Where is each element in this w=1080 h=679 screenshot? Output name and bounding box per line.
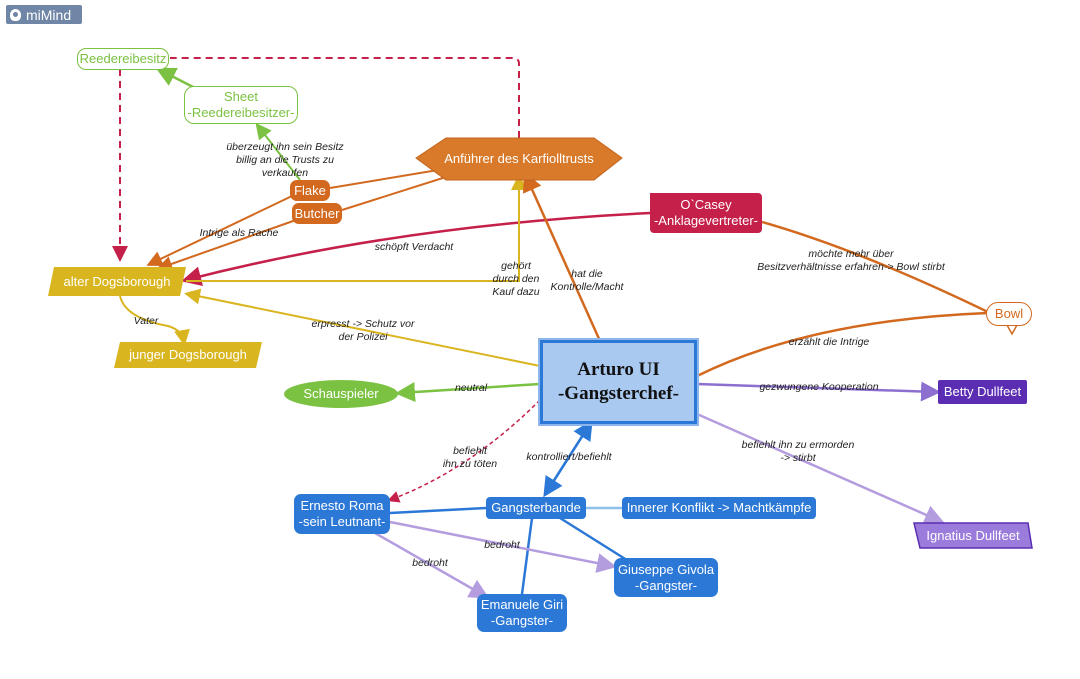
node-junger-dogsborough[interactable]: junger Dogsborough — [129, 347, 247, 362]
edge-label-erzaehlt: erzählt die Intrige — [788, 336, 870, 348]
edge-label-gezwungene: gezwungene Kooperation — [759, 381, 879, 393]
node-konflikt[interactable]: Innerer Konflikt -> Machtkämpfe — [622, 497, 816, 519]
edge-ocasey-bowl — [761, 220, 991, 315]
edge-bande-givola — [559, 516, 631, 564]
node-butcher[interactable]: Butcher — [292, 203, 342, 224]
edge-label-neutral: neutral — [454, 382, 488, 394]
edge-label-erpresst: erpresst -> Schutz vor der Polizei — [311, 318, 415, 343]
brain-icon — [10, 8, 21, 21]
node-karfiolltrust[interactable]: Anführer des Karfiolltrusts — [444, 151, 594, 166]
edge-kooperation — [696, 381, 941, 402]
edge-kauf — [186, 174, 527, 282]
edge-label-schoepft-verdacht: schöpft Verdacht — [374, 241, 454, 253]
edge-label-vater: Vater — [133, 315, 159, 327]
node-alter-dogsborough[interactable]: alter Dogsborough — [63, 273, 171, 289]
edge-trust-flake — [329, 167, 451, 189]
edge-label-moechte-mehr: möchte mehr über Besitzverhältnisse erfa… — [757, 248, 945, 273]
edge-label-bedroht-givola: bedroht — [484, 539, 520, 551]
edge-kontrolliert-back — [544, 419, 593, 494]
edge-bande-giri — [520, 517, 534, 595]
node-ocasey[interactable]: O`Casey -Anklagevertreter- — [650, 193, 762, 233]
edge-label-befiehlt-toeten: befiehlt ihn zu töten — [442, 445, 498, 470]
node-reedereibesitz[interactable]: Reedereibesitz — [77, 48, 169, 70]
node-shape-junger-dogsborough — [114, 342, 262, 368]
edge-sheet-reederei — [155, 67, 196, 90]
edge-bande-roma — [389, 506, 487, 515]
node-roma[interactable]: Ernesto Roma -sein Leutnant- — [294, 494, 390, 534]
node-sheet[interactable]: Sheet -Reedereibesitzer- — [184, 86, 298, 124]
node-arturo[interactable]: Arturo UI -Gangsterchef- — [540, 340, 697, 424]
node-shape-karfiolltrust — [415, 137, 623, 181]
app-logo-text: miMind — [26, 6, 72, 23]
edge-label-bedroht-giri: bedroht — [412, 557, 448, 569]
node-bowl[interactable]: Bowl — [986, 302, 1032, 326]
edge-label-intrige-rache: Intrige als Rache — [199, 227, 279, 239]
node-shape-alter-dogsborough — [48, 267, 186, 296]
edge-label-kontrolle-macht: hat die Kontrolle/Macht — [550, 268, 624, 293]
node-ignatius[interactable]: Ignatius Dullfeet — [926, 527, 1020, 543]
app-logo: miMind — [6, 5, 82, 24]
edge-flake-sheet — [255, 122, 301, 181]
edge-neutral — [395, 382, 541, 403]
edge-label-ueberzeugt: überzeugt ihn sein Besitz billig an die … — [226, 141, 344, 179]
edge-arturo-trust — [523, 171, 602, 342]
edge-label-befiehlt-ermorden: befiehlt ihn zu ermorden -> stirbt — [741, 439, 855, 464]
edge-label-gehoert-kauf: gehört durch den Kauf dazu — [492, 260, 540, 298]
edge-arturo-bowl — [696, 311, 989, 378]
edge-trust-reederei — [170, 57, 520, 138]
node-flake[interactable]: Flake — [290, 180, 330, 201]
node-shape-ignatius — [913, 522, 1033, 549]
node-gangsterbande[interactable]: Gangsterbande — [486, 497, 586, 519]
node-givola[interactable]: Giuseppe Givola -Gangster- — [614, 558, 718, 597]
edge-label-kontrolliert: kontrolliert/befiehlt — [526, 451, 612, 463]
node-giri[interactable]: Emanuele Giri -Gangster- — [477, 594, 567, 632]
node-schauspieler[interactable]: Schauspieler — [284, 380, 398, 408]
edge-erpresst — [184, 288, 541, 367]
edge-ermorden — [696, 412, 945, 525]
edge-flake-dogsborough — [146, 195, 293, 267]
edge-ocasey-dogsborough — [181, 211, 651, 286]
edge-roma-giri — [374, 531, 490, 599]
node-betty[interactable]: Betty Dullfeet — [938, 380, 1027, 404]
edge-roma-givola — [389, 520, 617, 573]
edge-vater — [119, 295, 190, 346]
edge-toeten — [387, 399, 541, 503]
edge-butcher-dogsborough — [156, 219, 297, 272]
node-shape-bowl-tail — [1005, 324, 1019, 336]
